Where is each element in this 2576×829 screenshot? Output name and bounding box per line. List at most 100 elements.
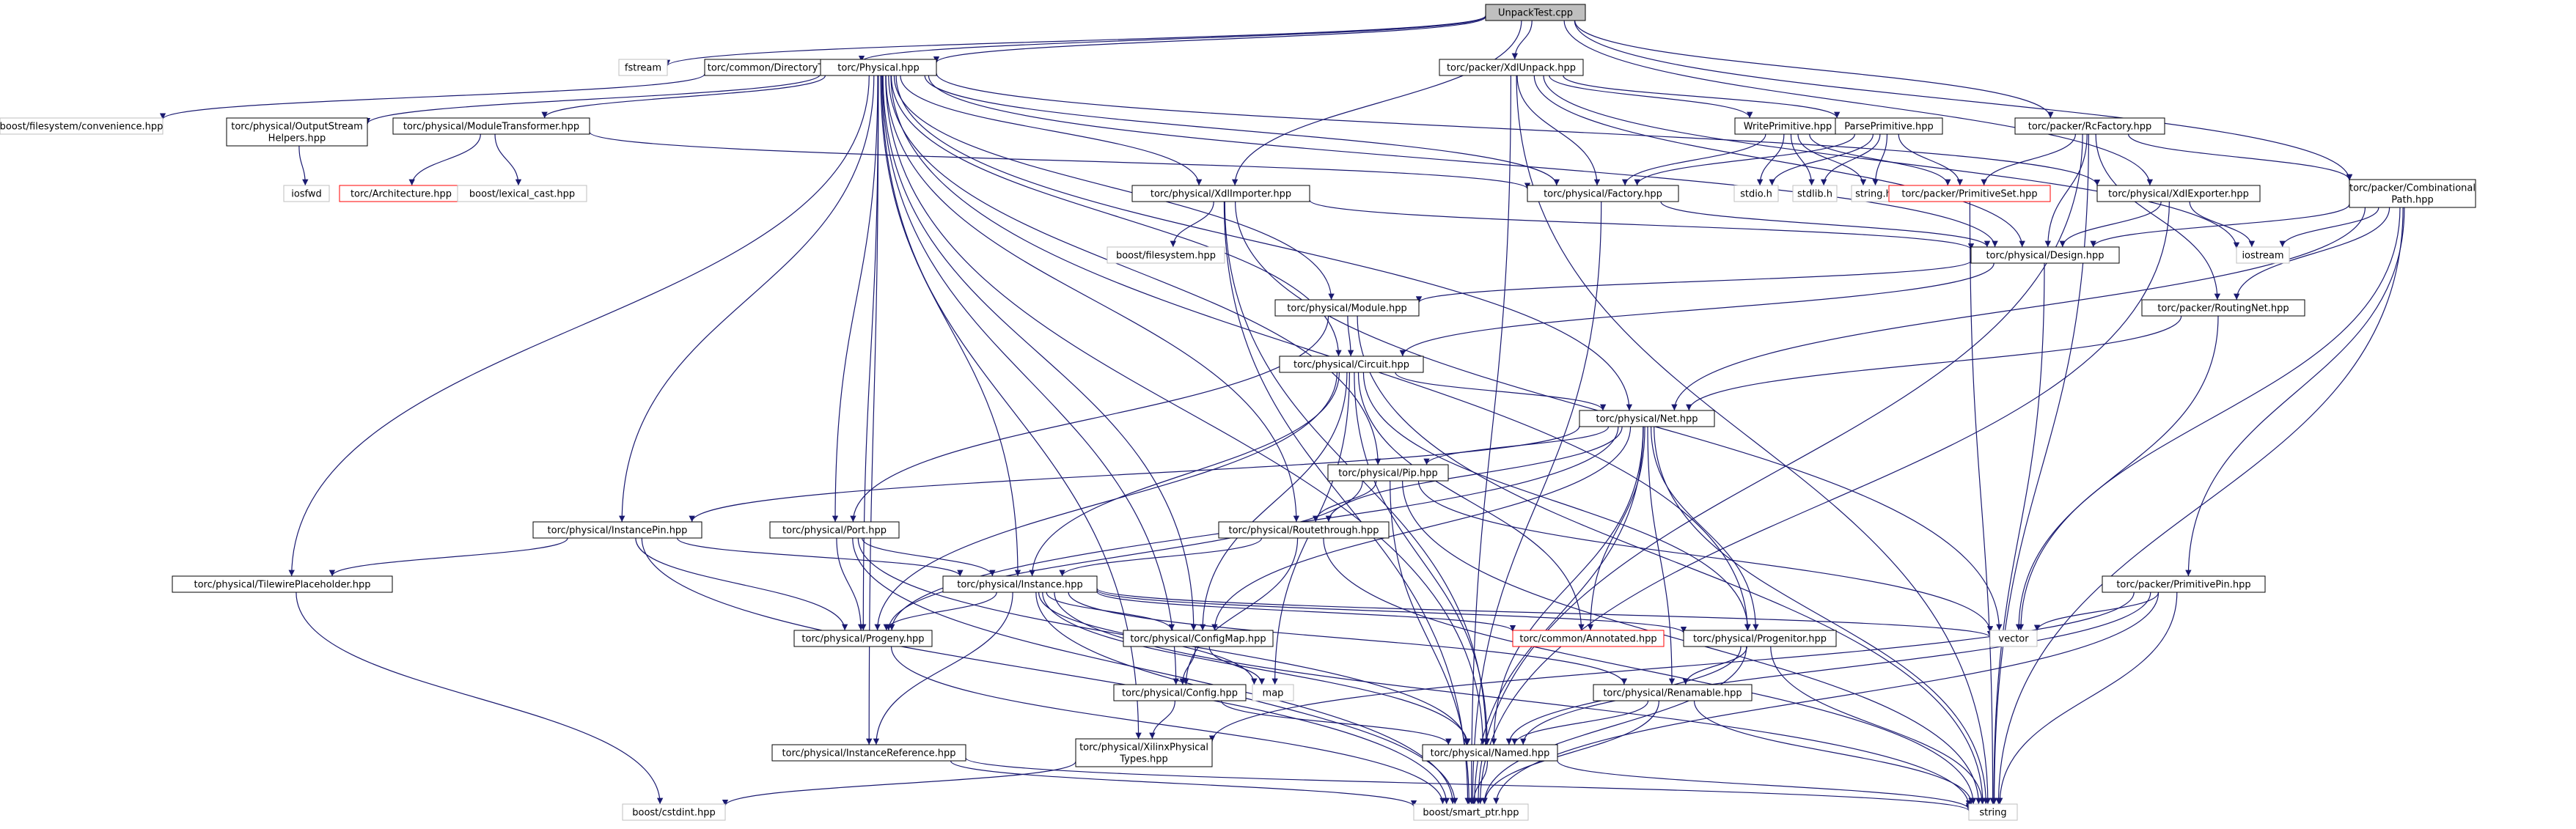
node-label-osh: Helpers.hpp xyxy=(268,133,326,144)
node-box-osh xyxy=(226,117,368,147)
edge-renamable-to-string xyxy=(1693,700,1975,805)
node-box-tileplace xyxy=(172,575,393,593)
node-box-xdlimporter xyxy=(1131,185,1310,202)
node-tileplace[interactable]: torc/physical/TilewirePlaceholder.hpp xyxy=(172,575,393,593)
node-parseprim[interactable]: ParsePrimitive.hpp xyxy=(1835,117,1943,135)
node-physical[interactable]: torc/Physical.hpp xyxy=(820,59,937,76)
node-primpin[interactable]: torc/packer/PrimitivePin.hpp xyxy=(2102,575,2266,593)
edge-instref-to-string xyxy=(965,757,1972,811)
node-rcfactory[interactable]: torc/packer/RcFactory.hpp xyxy=(2014,117,2165,135)
node-cstdint[interactable]: boost/cstdint.hpp xyxy=(622,803,726,821)
node-map[interactable]: map xyxy=(1252,684,1294,701)
node-string[interactable]: string xyxy=(1968,803,2018,821)
edge-net-to-progenitor xyxy=(1651,426,1759,631)
edge-instancepin-to-smartptr xyxy=(641,537,1450,805)
node-box-instref xyxy=(771,744,966,762)
node-box-pip xyxy=(1327,464,1449,482)
node-xdlimporter[interactable]: torc/physical/XdlImporter.hpp xyxy=(1131,185,1310,202)
node-named[interactable]: torc/physical/Named.hpp xyxy=(1422,744,1558,762)
edge-physical-to-xdlimporter xyxy=(900,75,1203,186)
node-arch[interactable]: torc/Architecture.hpp xyxy=(339,185,463,202)
node-stdioh[interactable]: stdio.h xyxy=(1733,185,1779,202)
node-box-named xyxy=(1422,744,1558,762)
node-iosfwd[interactable]: iosfwd xyxy=(283,185,330,202)
edge-physical-to-routethrough xyxy=(885,75,1300,523)
edge-configmap-to-config xyxy=(1179,646,1196,685)
edge-physical-to-modtrans xyxy=(541,75,826,119)
node-label-stringh: string.h xyxy=(1855,189,1892,200)
edge-net-to-instancepin xyxy=(689,425,1580,523)
node-port[interactable]: torc/physical/Port.hpp xyxy=(769,521,900,539)
edge-routethrough-to-config xyxy=(1183,537,1299,685)
node-config[interactable]: torc/physical/Config.hpp xyxy=(1113,684,1247,701)
node-box-iosfwd xyxy=(283,185,330,202)
node-modtrans[interactable]: torc/physical/ModuleTransformer.hpp xyxy=(392,117,590,135)
node-label-progeny: torc/physical/Progeny.hpp xyxy=(801,634,924,645)
node-box-modtrans xyxy=(392,117,590,135)
node-primset[interactable]: torc/packer/PrimitiveSet.hpp xyxy=(1888,185,2051,202)
edge-port-to-smartptr xyxy=(852,537,1456,805)
node-label-instancepin: torc/physical/InstancePin.hpp xyxy=(548,526,688,537)
node-instref[interactable]: torc/physical/InstanceReference.hpp xyxy=(771,744,966,762)
node-pip[interactable]: torc/physical/Pip.hpp xyxy=(1327,464,1449,482)
node-box-routingnet xyxy=(2141,299,2305,317)
edge-pip-to-progeny xyxy=(885,480,1363,631)
node-box-factory xyxy=(1527,185,1679,202)
node-stringh[interactable]: string.h xyxy=(1851,185,1896,202)
edge-net-to-configmap xyxy=(1211,426,1632,631)
node-xdlexporter[interactable]: torc/physical/XdlExporter.hpp xyxy=(2096,185,2261,202)
node-routingnet[interactable]: torc/packer/RoutingNet.hpp xyxy=(2141,299,2305,317)
edge-physical-to-instancepin xyxy=(619,75,875,523)
node-net[interactable]: torc/physical/Net.hpp xyxy=(1579,410,1715,427)
edge-xdlunpack-to-design xyxy=(1533,75,2025,248)
node-configmap[interactable]: torc/physical/ConfigMap.hpp xyxy=(1123,630,1274,647)
node-routethrough[interactable]: torc/physical/Routethrough.hpp xyxy=(1218,521,1390,539)
node-box-parseprim xyxy=(1835,117,1943,135)
node-fstream[interactable]: fstream xyxy=(618,59,668,76)
node-design[interactable]: torc/physical/Design.hpp xyxy=(1970,246,2120,264)
edge-instance-to-renamable xyxy=(1068,592,1627,685)
node-stdlibh[interactable]: stdlib.h xyxy=(1792,185,1838,202)
node-label-port: torc/physical/Port.hpp xyxy=(782,526,887,537)
node-smartptr[interactable]: boost/smart_ptr.hpp xyxy=(1413,803,1529,821)
node-factory[interactable]: torc/physical/Factory.hpp xyxy=(1527,185,1679,202)
node-iostream[interactable]: iostream xyxy=(2236,246,2290,264)
node-box-filesystem xyxy=(1107,246,1225,264)
node-label-primset: torc/packer/PrimitiveSet.hpp xyxy=(1901,189,2037,200)
node-circuit[interactable]: torc/physical/Circuit.hpp xyxy=(1279,355,1424,373)
edge-factory-to-smartptr xyxy=(1469,201,1602,805)
node-xdlunpack[interactable]: torc/packer/XdlUnpack.hpp xyxy=(1439,59,1584,76)
edge-xdlexporter-to-smartptr xyxy=(1477,201,2170,805)
edge-writeprim-to-stringh xyxy=(1797,133,1867,186)
node-instancepin[interactable]: torc/physical/InstancePin.hpp xyxy=(532,521,702,539)
node-label-factory: torc/physical/Factory.hpp xyxy=(1544,189,1662,200)
node-label-physical: torc/Physical.hpp xyxy=(837,63,919,74)
edge-physical-to-osh xyxy=(364,73,821,125)
node-root[interactable]: UnpackTest.cpp xyxy=(1485,4,1586,21)
node-box-circuit xyxy=(1279,355,1424,373)
node-label-net: torc/physical/Net.hpp xyxy=(1596,414,1698,425)
node-progenitor[interactable]: torc/physical/Progenitor.hpp xyxy=(1683,630,1837,647)
node-convenience[interactable]: boost/filesystem/convenience.hpp xyxy=(0,117,164,135)
node-renamable[interactable]: torc/physical/Renamable.hpp xyxy=(1593,684,1753,701)
edge-xdlexporter-to-design xyxy=(2059,201,2162,248)
node-instance[interactable]: torc/physical/Instance.hpp xyxy=(942,575,1098,593)
node-annotated[interactable]: torc/common/Annotated.hpp xyxy=(1512,630,1665,647)
edge-physical-to-factory xyxy=(924,75,1560,186)
edge-parseprim-to-stringh xyxy=(1872,133,1888,186)
node-box-vector xyxy=(1989,630,2038,647)
node-filesystem[interactable]: boost/filesystem.hpp xyxy=(1107,246,1225,264)
node-module[interactable]: torc/physical/Module.hpp xyxy=(1274,299,1420,317)
node-box-routethrough xyxy=(1218,521,1390,539)
node-label-xdlunpack: torc/packer/XdlUnpack.hpp xyxy=(1447,63,1576,74)
node-box-progeny xyxy=(793,630,933,647)
edge-root-to-physical xyxy=(933,16,1486,63)
edge-writeprim-to-stdlibh xyxy=(1790,133,1815,186)
node-vector[interactable]: vector xyxy=(1989,630,2038,647)
node-lexcast[interactable]: boost/lexical_cast.hpp xyxy=(457,185,587,202)
node-writeprim[interactable]: WritePrimitive.hpp xyxy=(1734,117,1841,135)
node-progeny[interactable]: torc/physical/Progeny.hpp xyxy=(793,630,933,647)
